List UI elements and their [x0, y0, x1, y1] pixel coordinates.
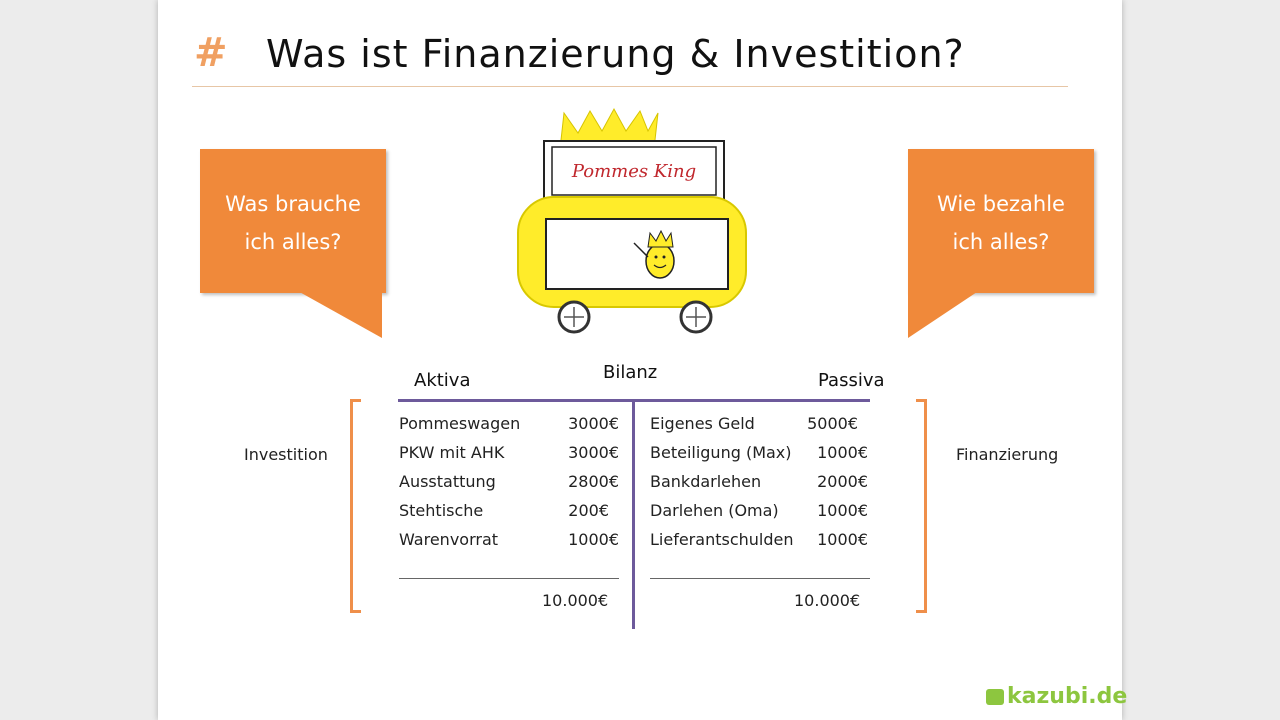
passiva-row-value: 1000€	[817, 530, 868, 549]
speech-bubble-left-text: Was brauche ich alles?	[225, 192, 361, 254]
aktiva-row-value: 200€	[568, 501, 609, 520]
title-row: # Was ist Finanzierung & Investition?	[194, 28, 1082, 78]
passiva-row-value: 1000€	[817, 443, 868, 462]
aktiva-row: Warenvorrat 1000€	[399, 530, 619, 559]
passiva-row: Beteiligung (Max) 1000€	[650, 443, 868, 472]
aktiva-row-value: 3000€	[568, 414, 619, 433]
aktiva-row: PKW mit AHK 3000€	[399, 443, 619, 472]
passiva-sum-line	[650, 578, 870, 579]
logo-text: kazubi.de	[1007, 684, 1128, 709]
kazubi-logo: kazubi.de	[986, 684, 1128, 709]
passiva-column: Eigenes Geld 5000€ Beteiligung (Max) 1000€…	[650, 414, 868, 559]
aktiva-row-label: Ausstattung	[399, 472, 496, 491]
passiva-row: Bankdarlehen 2000€	[650, 472, 868, 501]
aktiva-row: Pommeswagen 3000€	[399, 414, 619, 443]
aktiva-row-value: 3000€	[568, 443, 619, 462]
t-account-middle-line	[632, 399, 635, 629]
aktiva-row: Stehtische 200€	[399, 501, 619, 530]
aktiva-row: Ausstattung 2800€	[399, 472, 619, 501]
food-truck-illustration: Pommes King	[517, 107, 747, 334]
bilanz-title: Bilanz	[603, 362, 658, 383]
aktiva-total: 10.000€	[542, 591, 609, 610]
passiva-row: Eigenes Geld 5000€	[650, 414, 868, 443]
passiva-row-value: 1000€	[817, 501, 868, 520]
passiva-label: Passiva	[818, 370, 885, 391]
passiva-row: Darlehen (Oma) 1000€	[650, 501, 868, 530]
aktiva-row-label: PKW mit AHK	[399, 443, 505, 462]
passiva-row-value: 2000€	[817, 472, 868, 491]
speech-bubble-right: Wie bezahle ich alles?	[908, 149, 1094, 293]
investition-bracket	[350, 399, 361, 613]
aktiva-row-value: 2800€	[568, 472, 619, 491]
aktiva-label: Aktiva	[414, 370, 471, 391]
passiva-row-label: Lieferantschulden	[650, 530, 794, 549]
aktiva-row-label: Stehtische	[399, 501, 484, 520]
speech-bubble-left: Was brauche ich alles?	[200, 149, 386, 293]
passiva-row-label: Bankdarlehen	[650, 472, 762, 491]
passiva-row-label: Darlehen (Oma)	[650, 501, 779, 520]
aktiva-row-label: Pommeswagen	[399, 414, 521, 433]
speech-bubble-right-tail	[908, 290, 980, 338]
aktiva-row-label: Warenvorrat	[399, 530, 499, 549]
passiva-row-value: 5000€	[807, 414, 858, 433]
passiva-total: 10.000€	[794, 591, 861, 610]
chat-bubble-icon	[986, 688, 1004, 705]
finanzierung-label: Finanzierung	[956, 445, 1059, 464]
passiva-row: Lieferantschulden 1000€	[650, 530, 868, 559]
finanzierung-bracket	[916, 399, 927, 613]
slide: # Was ist Finanzierung & Investition? Wa…	[158, 0, 1127, 720]
passiva-row-label: Eigenes Geld	[650, 414, 755, 433]
hash-icon: #	[194, 30, 228, 76]
speech-bubble-right-text: Wie bezahle ich alles?	[937, 192, 1065, 254]
speech-bubble-left-tail	[296, 290, 382, 338]
investition-label: Investition	[244, 445, 328, 464]
aktiva-row-value: 1000€	[568, 530, 619, 549]
aktiva-sum-line	[399, 578, 619, 579]
passiva-row-label: Beteiligung (Max)	[650, 443, 792, 462]
aktiva-column: Pommeswagen 3000€ PKW mit AHK 3000€ Aussta…	[399, 414, 619, 559]
truck-sign-text: Pommes King	[571, 161, 696, 182]
page-title: Was ist Finanzierung & Investition?	[266, 32, 965, 76]
title-divider	[192, 86, 1068, 87]
